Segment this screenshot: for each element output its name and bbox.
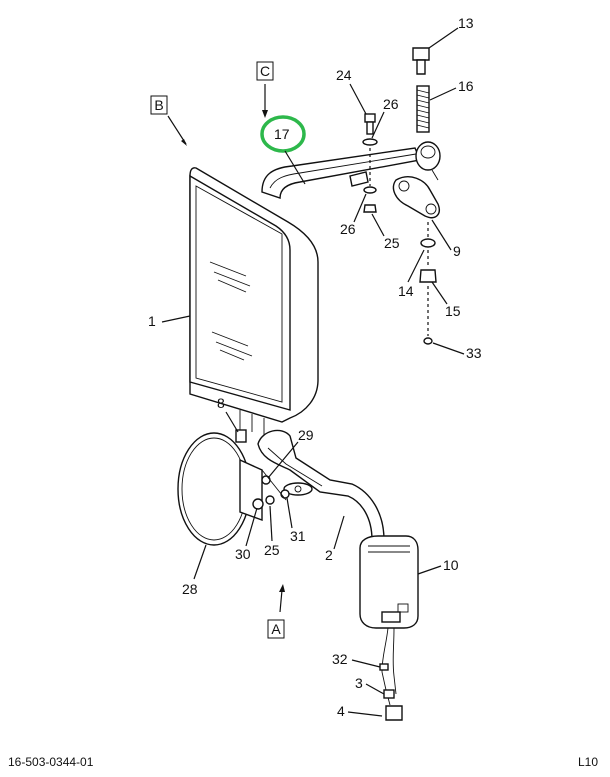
svg-text:17: 17 [274, 126, 290, 142]
svg-text:24: 24 [336, 67, 352, 83]
svg-text:B: B [154, 97, 163, 113]
svg-text:25: 25 [384, 235, 400, 251]
callout-16: 16 [429, 78, 474, 101]
svg-text:8: 8 [217, 395, 225, 411]
callout-17: 17 [274, 126, 306, 185]
callout-1: 1 [148, 313, 191, 329]
callout-10: 10 [417, 557, 459, 575]
view-label-a: A [267, 584, 285, 639]
svg-text:9: 9 [453, 243, 461, 259]
svg-text:25: 25 [264, 542, 280, 558]
page-code: L10 [577, 755, 598, 769]
callout-33: 33 [432, 342, 482, 361]
lower-arm-part-2 [257, 429, 385, 541]
svg-text:26: 26 [340, 221, 356, 237]
svg-text:C: C [260, 63, 270, 79]
svg-text:33: 33 [466, 345, 482, 361]
svg-text:14: 14 [398, 283, 414, 299]
callout-2: 2 [325, 515, 345, 563]
callout-29: 29 [267, 427, 314, 479]
callout-28: 28 [182, 544, 207, 597]
callout-8: 8 [217, 395, 239, 433]
mirror-mount-stems [235, 410, 265, 443]
highlight-circle [260, 115, 306, 153]
svg-text:26: 26 [383, 96, 399, 112]
callout-14: 14 [398, 249, 425, 299]
svg-text:29: 29 [298, 427, 314, 443]
callout-13: 13 [428, 15, 474, 49]
svg-text:30: 30 [235, 546, 251, 562]
svg-text:15: 15 [445, 303, 461, 319]
upper-mirror-arm [261, 141, 441, 199]
svg-text:32: 32 [332, 651, 348, 667]
svg-text:31: 31 [290, 528, 306, 544]
fastener-stack-lower [419, 222, 437, 345]
callout-9: 9 [431, 219, 461, 259]
callout-3: 3 [355, 675, 385, 695]
callout-31: 31 [286, 497, 306, 544]
base-mount-part-10 [359, 535, 419, 629]
fastener-stack-upper [362, 113, 378, 213]
svg-text:13: 13 [458, 15, 474, 31]
callout-26-bottom: 26 [340, 193, 367, 237]
svg-text:A: A [271, 621, 281, 637]
callout-15: 15 [431, 281, 461, 319]
callout-24: 24 [336, 67, 367, 115]
wiring-harness [379, 627, 403, 721]
document-id: 16-503-0344-01 [8, 755, 94, 769]
callout-25-upper: 25 [371, 213, 400, 251]
callout-4: 4 [337, 703, 383, 719]
callout-30: 30 [235, 507, 258, 562]
convex-mirror-part-28 [177, 432, 263, 546]
svg-text:16: 16 [458, 78, 474, 94]
view-label-c: C [256, 61, 274, 118]
spring-part-16 [416, 85, 430, 133]
view-label-b: B [150, 95, 187, 146]
svg-text:4: 4 [337, 703, 345, 719]
lower-bracket-fasteners [252, 469, 290, 510]
svg-text:2: 2 [325, 547, 333, 563]
bolt-part-13 [412, 47, 430, 75]
callout-26-top: 26 [371, 96, 399, 139]
svg-text:3: 3 [355, 675, 363, 691]
bracket-part-9 [392, 169, 440, 219]
callout-32: 32 [332, 651, 381, 668]
callout-25-lower: 25 [264, 505, 280, 558]
main-mirror-head [189, 167, 319, 423]
svg-text:28: 28 [182, 581, 198, 597]
svg-text:10: 10 [443, 557, 459, 573]
svg-text:1: 1 [148, 313, 156, 329]
